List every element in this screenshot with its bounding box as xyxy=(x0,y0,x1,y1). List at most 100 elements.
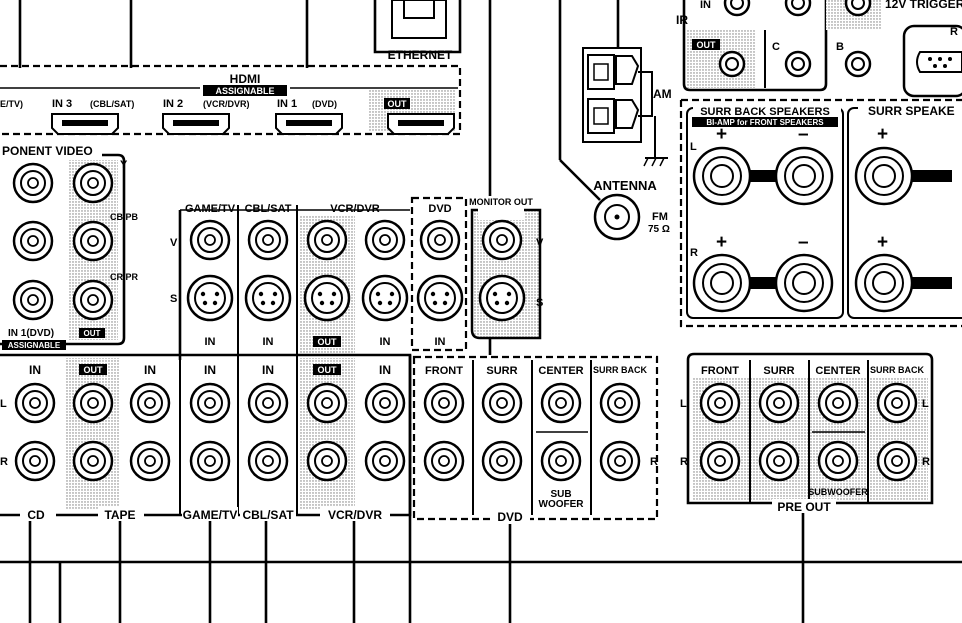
audio-jack-vcr-out-r[interactable] xyxy=(306,440,348,482)
audio-jack-cbl-sat-l[interactable] xyxy=(247,382,289,424)
audio-jack-cbl-sat-r[interactable] xyxy=(247,440,289,482)
dvd-jack-surr-l[interactable] xyxy=(481,382,523,424)
audio-in-label: IN xyxy=(204,363,216,377)
dvd-jack-surr-back-r[interactable] xyxy=(599,440,641,482)
svideo-jack-game-tv[interactable] xyxy=(186,274,234,322)
hdmi-port-label-out: OUT xyxy=(388,99,408,109)
component-cr: CR/PR xyxy=(110,272,139,282)
audio-group-tape: TAPE xyxy=(104,508,135,522)
am-antenna-terminal[interactable] xyxy=(582,47,668,167)
dvd-r-label: R xyxy=(650,456,658,468)
dvd-jack-center[interactable] xyxy=(540,382,582,424)
preout-jack-front-l[interactable] xyxy=(699,382,741,424)
c-label: C xyxy=(772,41,780,53)
hdmi-port-label-in3: IN 3 xyxy=(52,98,72,110)
hdmi-port-sub-in3: (CBL/SAT) xyxy=(90,99,134,109)
component-jack-in1-y[interactable] xyxy=(12,162,54,204)
minus-sign: – xyxy=(798,124,809,145)
component-jack-in1-cr[interactable] xyxy=(12,279,54,321)
preout-jack-front-r[interactable] xyxy=(699,440,741,482)
dvd-jack-surr-back-l[interactable] xyxy=(599,382,641,424)
audio-jack-tape-out-r[interactable] xyxy=(72,440,114,482)
ethernet-label: ETHERNET xyxy=(388,48,453,62)
remote-jack-b[interactable] xyxy=(844,50,872,78)
dvd-col-surr: SURR xyxy=(486,365,517,377)
audio-jack-vcr-in-l[interactable] xyxy=(364,382,406,424)
preout-jack-surr-back-r[interactable] xyxy=(876,440,918,482)
audio-in-label: IN xyxy=(144,363,156,377)
audio-jack-cd-r[interactable] xyxy=(14,440,56,482)
hdmi-port-in3[interactable] xyxy=(51,113,119,135)
speaker-post-r-plus[interactable] xyxy=(692,253,752,313)
video-in-label: IN xyxy=(205,336,216,348)
surr-speaker-post-r[interactable] xyxy=(854,253,914,313)
video-v-label: V xyxy=(170,237,178,249)
hdmi-assignable-badge: ASSIGNABLE xyxy=(215,86,274,96)
audio-jack-tape-in-r[interactable] xyxy=(129,440,171,482)
audio-group-cd: CD xyxy=(27,508,45,522)
surr-back-title: SURR BACK SPEAKERS xyxy=(700,106,830,118)
composite-jack-game-tv[interactable] xyxy=(189,219,231,261)
antenna-title: ANTENNA xyxy=(593,178,657,193)
audio-section: IN OUT IN IN IN OUT IN L R CD TAPE GAME/… xyxy=(0,353,412,522)
hdmi-port-label-etv: E/TV) xyxy=(0,99,23,109)
ir-jack-in[interactable] xyxy=(723,0,751,17)
fm-label: FM xyxy=(652,211,668,223)
dvd-title: DVD xyxy=(497,510,523,524)
audio-jack-tape-out-l[interactable] xyxy=(72,382,114,424)
monitor-composite-jack[interactable] xyxy=(481,219,523,261)
plus-sign: + xyxy=(877,124,888,145)
preout-jack-center[interactable] xyxy=(817,382,859,424)
dvd-jack-surr-r[interactable] xyxy=(481,440,523,482)
fm-antenna-jack[interactable] xyxy=(593,193,641,241)
hdmi-port-out[interactable] xyxy=(387,113,455,135)
composite-jack-vcr-out[interactable] xyxy=(306,219,348,261)
preout-jack-surr-l[interactable] xyxy=(758,382,800,424)
svideo-jack-dvd[interactable] xyxy=(416,274,464,322)
component-jack-in1-cb[interactable] xyxy=(12,220,54,262)
component-jack-out-cr[interactable] xyxy=(72,279,114,321)
audio-jack-vcr-in-r[interactable] xyxy=(364,440,406,482)
preout-jack-surr-r[interactable] xyxy=(758,440,800,482)
remote-jack-c[interactable] xyxy=(784,50,812,78)
dvd-jack-subwoofer[interactable] xyxy=(540,440,582,482)
svideo-jack-vcr-out[interactable] xyxy=(303,274,351,322)
hdmi-port-in1[interactable] xyxy=(275,113,343,135)
dvd-jack-front-r[interactable] xyxy=(423,440,465,482)
speaker-post-r-minus[interactable] xyxy=(774,253,834,313)
rs232-port[interactable] xyxy=(902,24,962,98)
hdmi-panel: HDMI ASSIGNABLE E/TV) IN 3 (CBL/SAT) IN … xyxy=(0,64,462,136)
composite-jack-dvd[interactable] xyxy=(419,219,461,261)
hdmi-port-in2[interactable] xyxy=(162,113,230,135)
component-in1: IN 1(DVD) xyxy=(8,328,54,339)
composite-jack-cbl-sat[interactable] xyxy=(247,219,289,261)
surr-speaker-post-l[interactable] xyxy=(854,146,914,206)
audio-in-label: IN xyxy=(29,363,41,377)
component-jack-out-y[interactable] xyxy=(72,162,114,204)
audio-jack-cd-l[interactable] xyxy=(14,382,56,424)
ir-jack-out[interactable] xyxy=(718,50,746,78)
audio-jack-game-tv-r[interactable] xyxy=(189,440,231,482)
component-jack-out-cb[interactable] xyxy=(72,220,114,262)
monitor-svideo-jack[interactable] xyxy=(478,274,526,322)
video-col-dvd: DVD xyxy=(428,203,451,215)
minus-sign: – xyxy=(798,232,809,253)
audio-jack-vcr-out-l[interactable] xyxy=(306,382,348,424)
svideo-jack-cbl-sat[interactable] xyxy=(244,274,292,322)
monitor-v-label: V xyxy=(536,237,544,249)
audio-jack-tape-in-l[interactable] xyxy=(129,382,171,424)
preout-jack-subwoofer[interactable] xyxy=(817,440,859,482)
surr-back-subtitle: BI-AMP for FRONT SPEAKERS xyxy=(706,118,824,127)
ir-jack-upper-c[interactable] xyxy=(784,0,812,17)
preout-l-label-right: L xyxy=(922,398,929,410)
preout-jack-surr-back-l[interactable] xyxy=(876,382,918,424)
audio-jack-game-tv-l[interactable] xyxy=(189,382,231,424)
composite-jack-vcr-in[interactable] xyxy=(364,219,406,261)
ethernet-port[interactable]: ETHERNET xyxy=(373,0,462,62)
dvd-jack-front-l[interactable] xyxy=(423,382,465,424)
preout-col-surr-back: SURR BACK xyxy=(870,365,925,375)
speaker-post-l-plus[interactable] xyxy=(692,146,752,206)
trigger-jack-upper[interactable] xyxy=(844,0,872,17)
svideo-jack-vcr-in[interactable] xyxy=(361,274,409,322)
speaker-post-l-minus[interactable] xyxy=(774,146,834,206)
